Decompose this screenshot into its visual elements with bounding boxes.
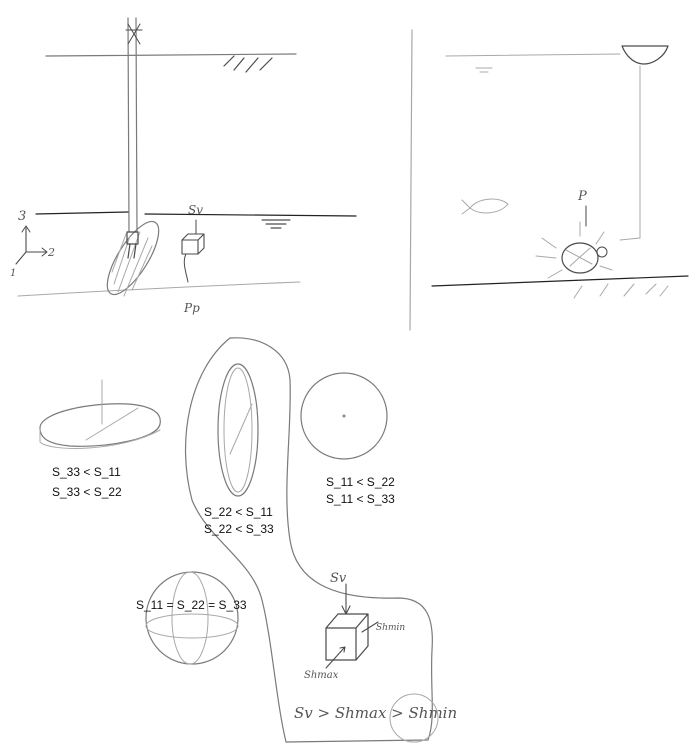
sea-level-symbol	[476, 68, 492, 72]
horizontal-stress-arrows	[326, 622, 378, 668]
cube-outline	[326, 614, 368, 660]
vertical-ellipse-axis	[230, 404, 252, 454]
vertical-condition-2: S_22 < S_33	[204, 522, 274, 536]
flat-disk-ellipsoid	[40, 380, 160, 448]
disk-axes	[86, 380, 138, 440]
fish	[462, 199, 508, 214]
ground-surface-line	[46, 54, 296, 56]
panel-divider	[410, 30, 412, 330]
tether-line	[620, 66, 640, 240]
seabed-line	[432, 276, 688, 286]
sphere-outline	[146, 572, 238, 664]
p-label: P	[577, 189, 587, 204]
disk-condition-2: S_33 < S_22	[52, 485, 122, 499]
pp-leader	[184, 254, 188, 282]
axis-2-label: 2	[47, 246, 55, 259]
sv-arrow-large	[342, 584, 350, 614]
circle-condition-2: S_11 < S_33	[326, 492, 395, 506]
vessel-shading	[566, 248, 592, 266]
water-level-symbol	[262, 220, 290, 228]
sphere-condition: S_11 = S_22 = S_33	[136, 598, 247, 612]
circle-condition-1: S_11 < S_22	[326, 475, 395, 489]
ship-hull	[622, 46, 668, 64]
axes-triad	[16, 228, 46, 264]
shmax-label-cube: Shmax	[304, 670, 339, 681]
seafloor-sketch: P	[432, 46, 688, 298]
axis-1-label: 1	[10, 268, 16, 279]
borehole-pipe	[128, 18, 137, 232]
stress-cube-large: Sv Shmin Shmax	[304, 571, 405, 681]
sv-label-top: Sv	[188, 203, 203, 217]
grouping-loop	[186, 338, 433, 742]
shmin-label-cube: Shmin	[376, 623, 405, 633]
sea-surface-line	[446, 54, 620, 56]
borehole-sketch: 3 2 1 Sv Pp	[10, 18, 356, 315]
disk-condition-1: S_33 < S_11	[52, 465, 121, 479]
seabed-hatching	[574, 284, 668, 298]
stress-order-relation: Sv > Shmax > Shmin	[294, 704, 457, 722]
circle-center	[343, 415, 346, 418]
sphere-meridian	[172, 572, 208, 664]
sv-label-cube: Sv	[330, 571, 347, 586]
pressure-arrows	[536, 222, 612, 278]
vertical-ellipse-inner	[224, 368, 252, 492]
disk-top-outline	[40, 404, 160, 447]
stress-cube-small	[182, 234, 204, 254]
circle-ellipsoid	[301, 373, 387, 459]
surface-hatching	[224, 56, 272, 72]
vertical-ellipsoid	[218, 364, 258, 496]
vessel-valve	[597, 247, 607, 257]
sphere-ellipsoid	[146, 572, 238, 664]
pp-label: Pp	[183, 301, 200, 315]
sphere-equator	[146, 614, 238, 638]
lower-ground-line	[18, 282, 300, 296]
axis-3-label: 3	[18, 209, 26, 224]
vertical-condition-1: S_22 < S_11	[204, 505, 273, 519]
fracture-hatching	[112, 232, 152, 296]
